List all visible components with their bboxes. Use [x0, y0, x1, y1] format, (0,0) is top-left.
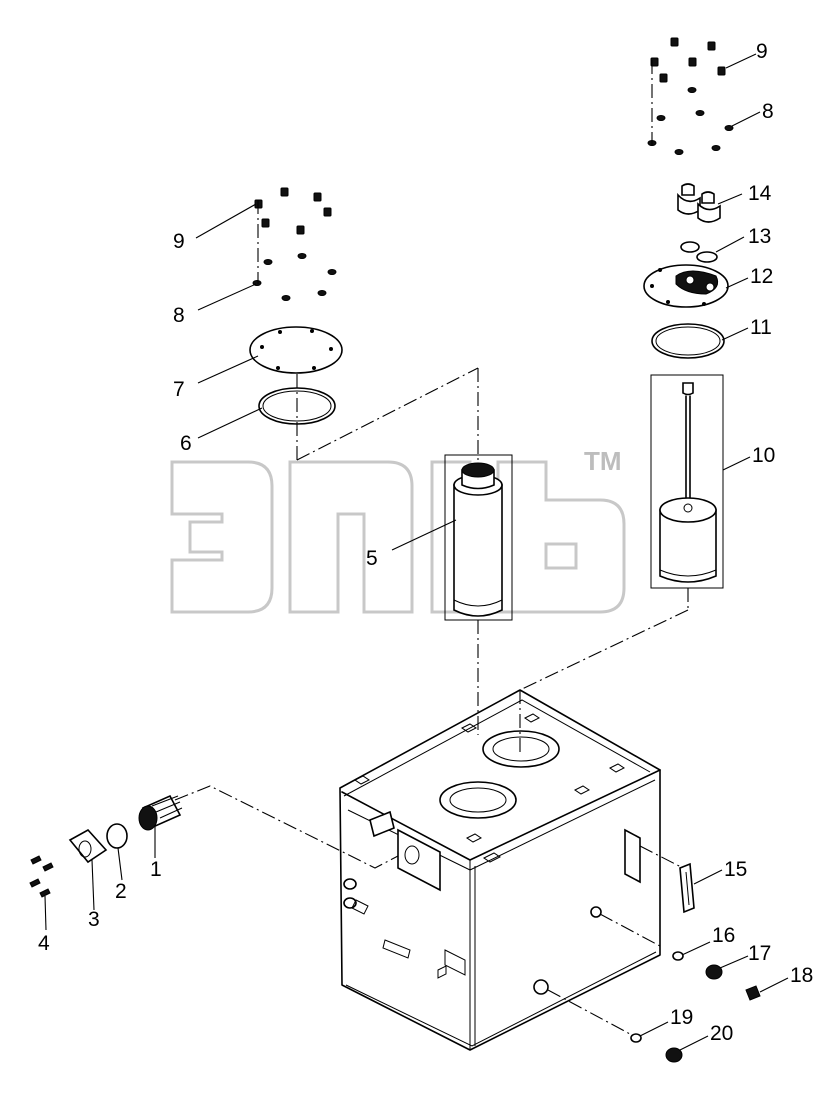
- tank-top-opening-back: [482, 730, 560, 768]
- callout-19: 19: [670, 1006, 693, 1029]
- sight-gauge-and-plugs: [547, 845, 761, 1063]
- callout-20: 20: [710, 1022, 733, 1045]
- callout-4: 4: [38, 932, 50, 955]
- callout-13: 13: [748, 225, 771, 248]
- callout-16: 16: [712, 924, 735, 947]
- right-gasket-ring: [651, 323, 725, 359]
- callout-9-right: 9: [756, 40, 768, 63]
- leader-lines: [44, 53, 789, 1051]
- left-washers: [252, 253, 337, 301]
- callout-5: 5: [366, 547, 378, 570]
- callout-1: 1: [150, 858, 162, 881]
- hydraulic-tank-body: [339, 689, 661, 1051]
- suction-assembly: [29, 785, 399, 898]
- callout-12: 12: [750, 265, 773, 288]
- callout-3: 3: [88, 908, 100, 931]
- callout-8-right: 8: [762, 100, 774, 123]
- callout-15: 15: [724, 858, 747, 881]
- callout-11: 11: [750, 316, 772, 339]
- callout-8-left: 8: [173, 304, 185, 327]
- callout-18: 18: [790, 964, 813, 987]
- left-cover-assembly: [249, 187, 479, 462]
- trademark-symbol: TM: [584, 446, 622, 476]
- strainer-10: [519, 374, 724, 752]
- callout-labels: 1 2 3 4 5 6 7 8 8 9 9 10 11 12 13 14 15 …: [38, 40, 813, 1045]
- callout-17: 17: [748, 942, 771, 965]
- strainer-bounding-frame: [650, 374, 724, 589]
- watermark-logo: TM: [170, 446, 626, 614]
- valve-14: [677, 183, 721, 223]
- callout-9-left: 9: [173, 230, 185, 253]
- right-washers: [647, 87, 734, 155]
- callout-6: 6: [180, 432, 192, 455]
- tank-top-opening-front: [439, 781, 517, 819]
- callout-14: 14: [748, 182, 772, 205]
- filter-element-5: [444, 454, 513, 735]
- right-bolts: [650, 37, 726, 83]
- left-cover-plate: [249, 326, 343, 374]
- left-bolts: [254, 187, 332, 235]
- right-cover-assembly: [643, 37, 734, 359]
- callout-2: 2: [115, 880, 127, 903]
- callout-10: 10: [752, 444, 775, 467]
- callout-7: 7: [173, 378, 185, 401]
